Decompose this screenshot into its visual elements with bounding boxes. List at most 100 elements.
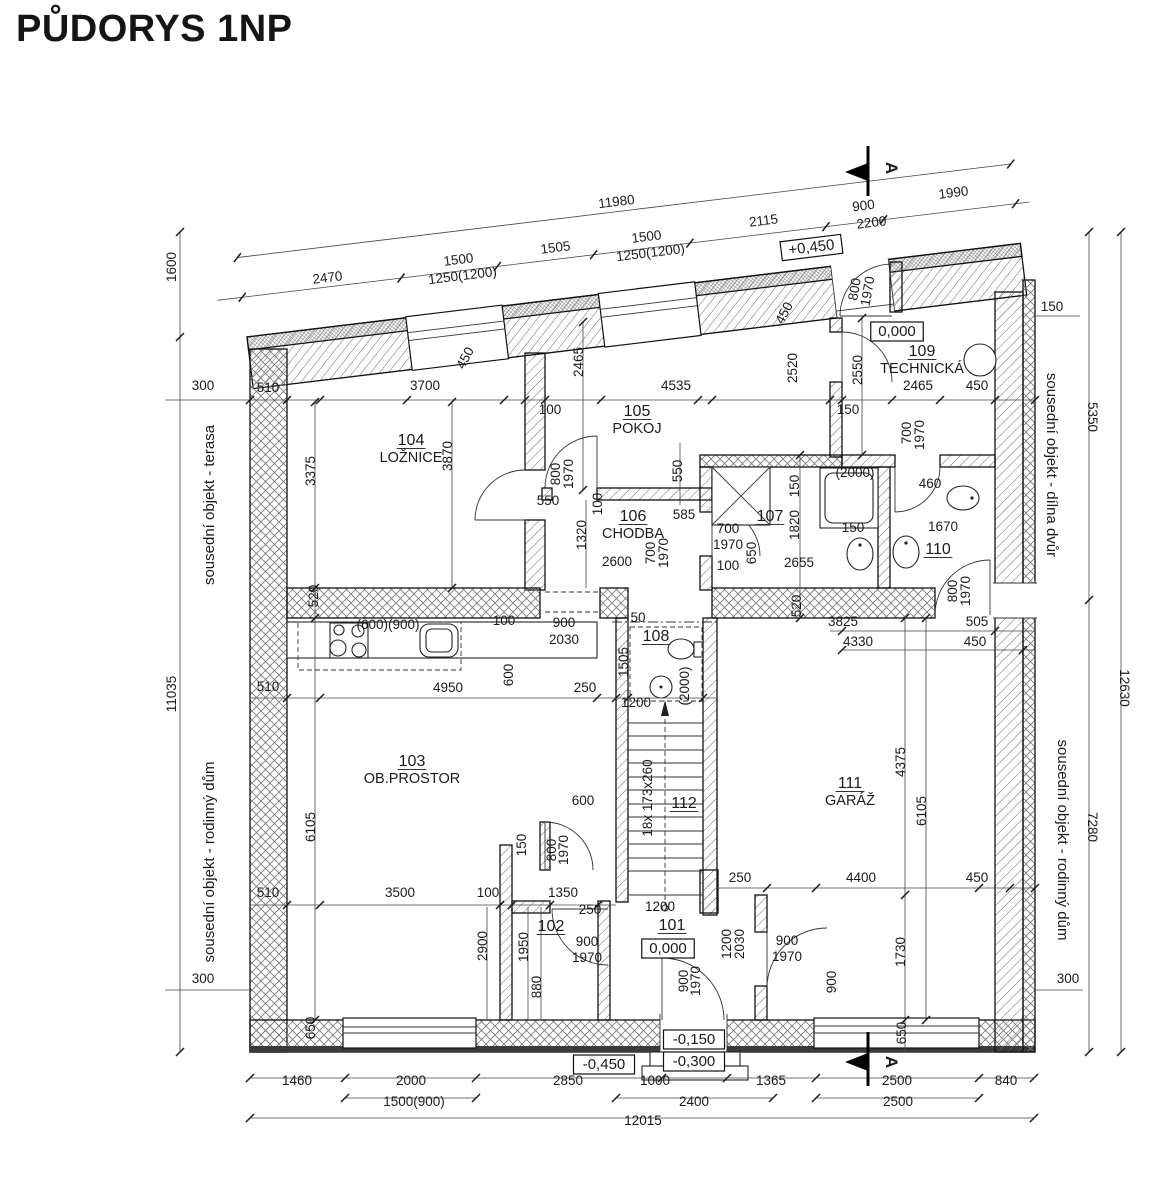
dim-tick bbox=[811, 1093, 821, 1103]
dim-tick bbox=[238, 292, 247, 303]
interior-walls bbox=[286, 261, 996, 1021]
dim-tick bbox=[282, 693, 292, 703]
dim-tick bbox=[762, 883, 772, 893]
dim-tick bbox=[722, 1073, 732, 1083]
wc-dashed-outline bbox=[629, 626, 703, 702]
dimension-label: 700 bbox=[899, 422, 914, 445]
door-arc bbox=[841, 331, 893, 383]
dim-tick bbox=[1029, 1073, 1039, 1083]
dim-tick bbox=[1029, 1113, 1039, 1123]
dimension-label: 6105 bbox=[303, 812, 318, 842]
room-number: 112 bbox=[671, 795, 697, 812]
wall-segment bbox=[699, 454, 843, 468]
window bbox=[597, 281, 702, 348]
dimension-label: 1250(1200) bbox=[615, 241, 685, 264]
dimension-label: 1990 bbox=[938, 183, 970, 202]
dimension-label: 510 bbox=[257, 679, 280, 694]
dimension-label: 900 bbox=[824, 971, 839, 994]
dim-tick bbox=[545, 900, 555, 910]
dim-tick bbox=[596, 395, 606, 405]
dim-tick bbox=[990, 395, 1000, 405]
room-number: 107 bbox=[757, 508, 784, 525]
room-number: 106 bbox=[620, 508, 647, 525]
level-label: -0,150 bbox=[662, 1029, 726, 1050]
dimension-label: 150 bbox=[837, 402, 860, 417]
dimension-label: 7280 bbox=[1085, 812, 1100, 842]
dimension-label: 12015 bbox=[624, 1113, 662, 1128]
dimension-label: 510 bbox=[257, 885, 280, 900]
dim-tick bbox=[974, 1093, 984, 1103]
dimension-label: 1970 bbox=[556, 835, 571, 865]
washbasin bbox=[946, 485, 980, 511]
door-arc bbox=[934, 559, 991, 616]
dim-tick bbox=[233, 252, 242, 263]
dim-tick bbox=[175, 1047, 185, 1057]
dim-tick bbox=[592, 693, 602, 703]
side-door-opening bbox=[993, 583, 1037, 618]
dimension-label: 1970 bbox=[561, 459, 576, 489]
dimension-label: 2000 bbox=[396, 1073, 426, 1088]
dimension-label: 5350 bbox=[1085, 402, 1100, 432]
context-label: sousední objekt - dílna dvůr bbox=[1043, 373, 1060, 557]
door-arc bbox=[474, 469, 526, 521]
dimension-label: 1505 bbox=[540, 238, 572, 257]
level-value: 0,000 bbox=[649, 940, 687, 957]
door-arc bbox=[894, 466, 941, 513]
dimension-label: 2655 bbox=[784, 555, 814, 570]
dimension-label: 2500 bbox=[882, 1073, 912, 1088]
dimension-label: 100 bbox=[590, 493, 605, 516]
dimension-label: 700 bbox=[643, 542, 658, 565]
dimension-label: 3500 bbox=[385, 885, 415, 900]
dimension-label: 50 bbox=[630, 610, 645, 625]
dim-tick bbox=[857, 313, 867, 323]
dimension-label: 3700 bbox=[410, 378, 440, 393]
drawing-title: PŮDORYS 1NP bbox=[16, 8, 293, 50]
dimension-label: 1500(900) bbox=[383, 1094, 445, 1109]
boiler bbox=[963, 343, 997, 377]
outer-walls bbox=[217, 159, 1037, 1081]
dimension-label: 880 bbox=[529, 976, 544, 999]
dimension-label: 1250(1200) bbox=[427, 264, 497, 287]
dim-tick bbox=[402, 395, 412, 405]
dim-tick bbox=[578, 317, 588, 327]
right-wall-insulation bbox=[1022, 279, 1036, 1053]
dimension-label: 900 bbox=[553, 615, 576, 630]
door-arc bbox=[661, 957, 725, 1021]
dim-tick bbox=[921, 613, 931, 623]
dim-tick bbox=[310, 613, 320, 623]
wall-segment bbox=[829, 317, 843, 333]
room-name: GARÁŽ bbox=[825, 792, 875, 809]
dim-tick bbox=[1084, 1047, 1094, 1057]
context-label: sousední objekt - rodinný dům bbox=[1054, 740, 1071, 941]
room-number: 110 bbox=[925, 541, 951, 558]
wall-segment bbox=[841, 454, 896, 468]
room-name: LOŽNICE bbox=[380, 449, 443, 466]
dimension-label: 12630 bbox=[1117, 669, 1132, 707]
dim-tick bbox=[974, 883, 984, 893]
dimension-label: 800 bbox=[548, 463, 563, 486]
dim-tick bbox=[768, 1093, 778, 1103]
dim-tick bbox=[447, 583, 457, 593]
door-arc bbox=[544, 821, 594, 871]
dim-tick bbox=[611, 1093, 621, 1103]
dim-tick bbox=[1030, 395, 1040, 405]
dimension-label: 1820 bbox=[787, 510, 802, 540]
dimension-label: 150 bbox=[514, 834, 529, 857]
dimension-label: 520 bbox=[789, 595, 804, 618]
dimension-label: 1350 bbox=[548, 885, 578, 900]
dimension-label: 100 bbox=[539, 402, 562, 417]
dimension-label: 1200 bbox=[719, 929, 734, 959]
dim-tick bbox=[499, 395, 509, 405]
stair-note: 18x 173x260 bbox=[640, 759, 655, 836]
dim-tick bbox=[315, 693, 325, 703]
dimension-label: 450 bbox=[966, 378, 989, 393]
dimension-label: 100 bbox=[493, 613, 516, 628]
level-box bbox=[870, 321, 924, 342]
dim-tick bbox=[821, 221, 831, 232]
dim-tick bbox=[578, 485, 588, 495]
dim-tick bbox=[471, 1093, 481, 1103]
dimension-label: 300 bbox=[1057, 971, 1080, 986]
context-label: sousední objekt - rodinný dům bbox=[201, 762, 218, 963]
